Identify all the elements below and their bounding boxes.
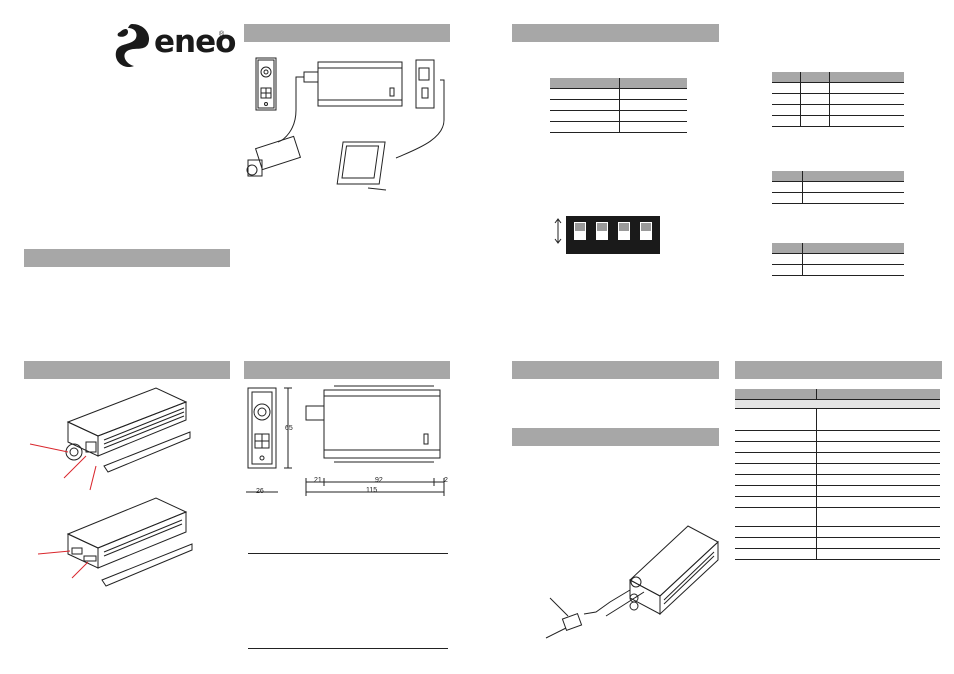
eneo-logo-icon [115,24,150,68]
note-rule-top [248,553,448,554]
installation-illustration [545,525,719,639]
technical-data-table [735,389,940,560]
section-bar [512,24,719,42]
section-bar [735,361,942,379]
section-bar [512,361,719,379]
dimension-d1: 21 [314,477,322,484]
brand-registered-mark: ® [219,31,225,38]
setting-table-2 [772,171,904,204]
section-bar [244,24,450,42]
dimension-d2: 92 [375,477,383,484]
spec-table-small [550,78,687,133]
brand-name: eneo [154,24,236,60]
section-bar [244,361,450,379]
dimension-height: 65 [285,425,293,432]
section-bar [512,428,719,446]
dip-switch-diagram [554,216,660,254]
dimension-total: 115 [366,487,378,494]
dimension-d3: 2 [444,477,448,484]
dimension-side-width: 26 [256,488,264,495]
device-rear-view [37,497,193,587]
setting-table-1 [772,72,904,127]
connection-diagram [246,57,445,191]
note-rule-bottom [248,648,448,649]
device-front-view [29,387,191,491]
section-bar [24,249,230,267]
setting-table-3 [772,243,904,276]
dimension-drawing [246,385,445,496]
section-bar [24,361,230,379]
